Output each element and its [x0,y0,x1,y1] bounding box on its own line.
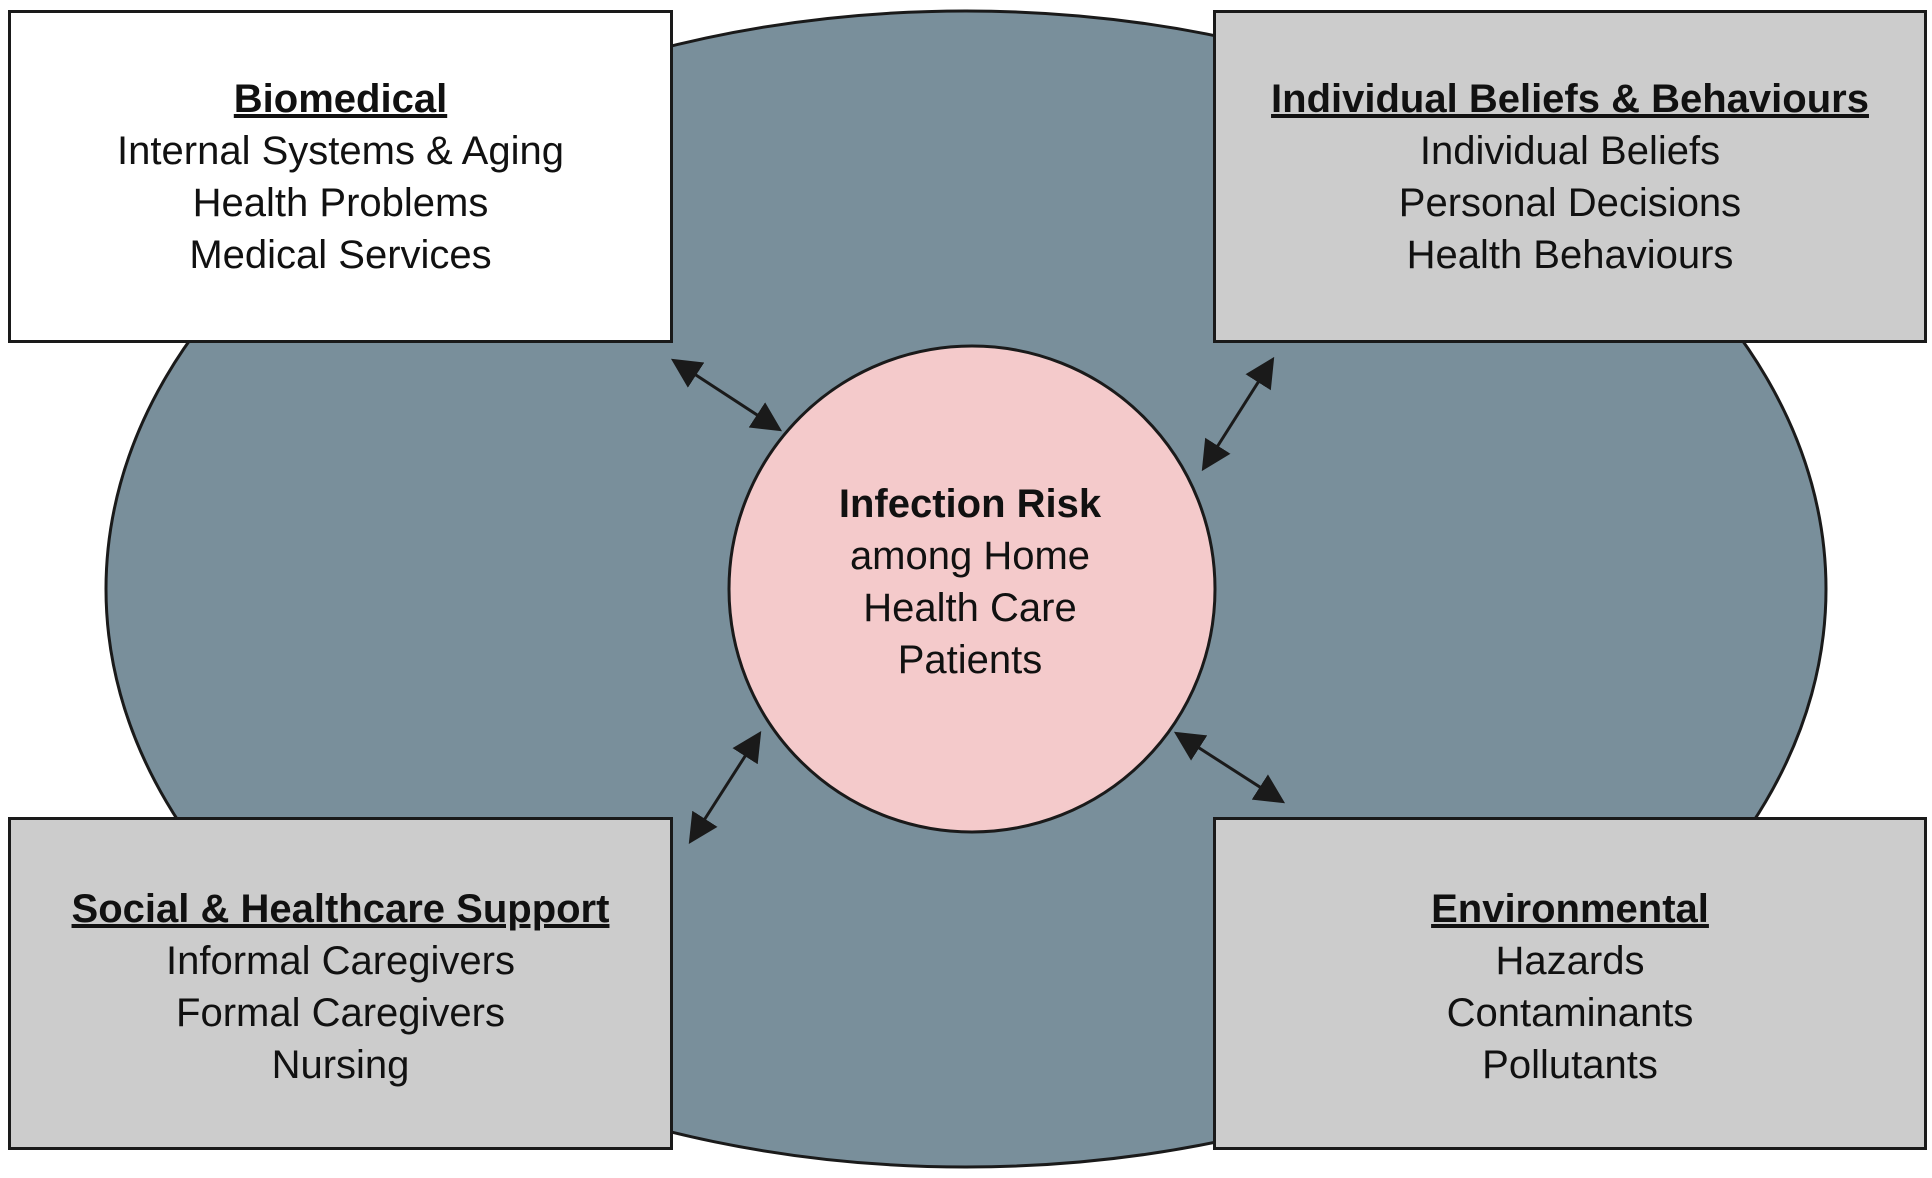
beliefs-item: Health Behaviours [1406,232,1734,277]
arrow-biomedical-center [670,358,783,432]
beliefs-item: Individual Beliefs [1419,128,1721,173]
environmental-box: Environmental Hazards Contaminants Pollu… [1213,817,1927,1150]
center-label: Infection Risk among Home Health Care Pa… [730,478,1210,686]
biomedical-item: Internal Systems & Aging [117,128,564,173]
arrow-social-center [688,730,762,845]
biomedical-item: Medical Services [189,232,492,277]
social-title: Social & Healthcare Support [71,886,610,931]
center-circle [727,344,1217,834]
center-line: Health Care [863,586,1077,630]
center-line: Patients [897,638,1043,682]
social-item: Informal Caregivers [165,938,515,983]
social-box: Social & Healthcare Support Informal Car… [8,817,673,1150]
beliefs-item: Personal Decisions [1398,180,1742,225]
beliefs-title: Individual Beliefs & Behaviours [1271,76,1869,121]
beliefs-box: Individual Beliefs & Behaviours Individu… [1213,10,1927,343]
social-item: Formal Caregivers [176,990,505,1035]
biomedical-title: Biomedical [233,76,448,121]
environmental-item: Contaminants [1446,990,1694,1035]
biomedical-box: Biomedical Internal Systems & Aging Heal… [8,10,673,343]
environmental-title: Environmental [1431,886,1709,931]
environmental-item: Pollutants [1482,1042,1658,1087]
arrow-environmental-center [1173,731,1286,804]
environmental-item: Hazards [1495,938,1645,983]
biomedical-item: Health Problems [192,180,489,225]
center-line: among Home [849,534,1091,578]
center-title: Infection Risk [838,482,1102,526]
arrow-beliefs-center [1201,356,1275,472]
social-item: Nursing [271,1042,410,1087]
